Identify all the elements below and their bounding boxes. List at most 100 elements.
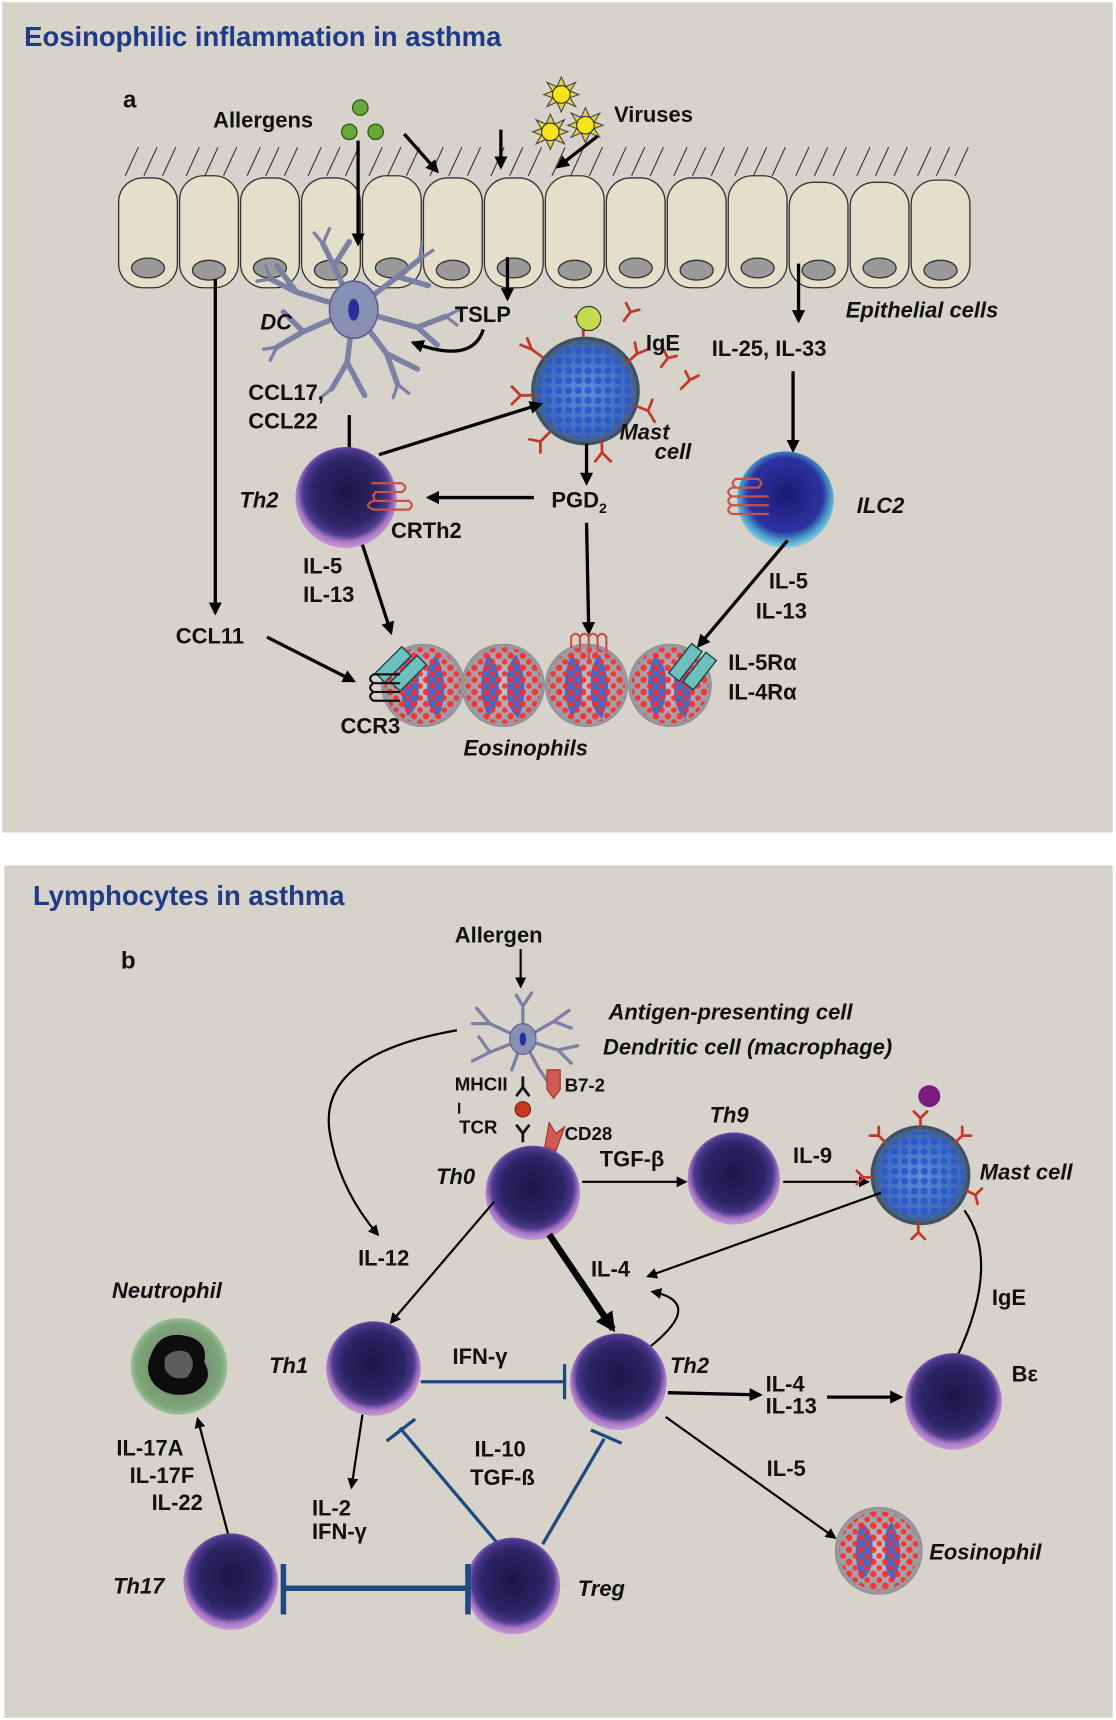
label-il4ra: IL-4Rα: [728, 680, 797, 705]
label-mast: Mast: [620, 419, 672, 444]
label-il10: IL-10: [475, 1436, 526, 1461]
cilium: [387, 146, 402, 176]
label-neutrophil: Neutrophil: [112, 1278, 223, 1303]
label-ige-a: IgE: [646, 330, 680, 355]
mast-cell-icon: [531, 336, 640, 446]
epithelial-cell: [117, 177, 179, 289]
ige-link-bcell-to-mast-cell: [954, 1209, 983, 1361]
il5-receptor-icons: [374, 642, 718, 693]
cilium: [856, 146, 871, 176]
label-mast-cell-b: Mast cell: [980, 1160, 1074, 1185]
cilium: [570, 146, 585, 176]
cilium: [734, 146, 749, 176]
th1-cell-icon: [326, 1321, 421, 1416]
label-mhcii: MHCII: [455, 1074, 508, 1095]
cilium: [162, 146, 177, 176]
cilium: [405, 146, 421, 176]
label-eosinophil-b: Eosinophil: [929, 1540, 1042, 1565]
eosinophil: [461, 643, 545, 728]
label-ccl17: CCL17,: [248, 380, 324, 405]
cilium: [527, 146, 543, 176]
arrow-th2-to-eosinophils: [360, 544, 395, 636]
label-viruses: Viruses: [614, 102, 693, 127]
arrow-ccl11-to-ccr3: [266, 635, 357, 683]
b72-receptor-icon: [546, 1069, 561, 1100]
label-ilc2: ILC2: [857, 493, 905, 518]
label-apc-line2: Dendritic cell (macrophage): [603, 1034, 892, 1059]
epithelial-cell: [605, 177, 666, 289]
antigen-icon: [514, 1101, 532, 1118]
label-ccl11: CCL11: [176, 624, 244, 649]
epithelial-nucleus: [862, 257, 897, 279]
label-pgd2: PGD2: [551, 487, 607, 516]
label-il17a: IL-17A: [116, 1435, 183, 1460]
epithelial-cell: [849, 181, 910, 289]
label-th0: Th0: [436, 1164, 475, 1189]
th9-cell-icon: [687, 1132, 780, 1225]
epithelial-cell: [788, 181, 849, 289]
label-apc-line1: Antigen-presenting cell: [608, 999, 854, 1024]
epithelial-nucleus: [618, 257, 653, 279]
cilium: [326, 146, 341, 176]
inhibit-treg-to-th1: [385, 1417, 498, 1544]
panel-a: Eosinophilic inflammation in asthma a Al…: [2, 2, 1113, 833]
cilium: [673, 146, 688, 176]
cd28-receptor-icon: [544, 1120, 566, 1152]
arrow-ilc2-to-eosinophils: [696, 539, 789, 648]
label-il25-il33: IL-25, IL-33: [712, 336, 827, 361]
epithelial-nucleus: [435, 259, 470, 281]
eosinophil: [544, 643, 629, 728]
label-tgfb-top: TGF-β: [600, 1146, 665, 1171]
neutrophil-icon: [130, 1318, 228, 1415]
ilc2-cell-icon: [737, 451, 834, 549]
epithelial-nucleus: [923, 259, 958, 281]
label-ifng-mid: IFN-γ: [453, 1344, 509, 1369]
epithelial-cell: [300, 177, 361, 289]
th0-cell-icon: [485, 1145, 580, 1241]
label-crth2: CRTh2: [391, 518, 462, 543]
label-epithelial-cells: Epithelial cells: [846, 297, 999, 322]
antigen-presenting-cell-icon: [470, 991, 580, 1083]
epithelial-cell: [666, 177, 727, 289]
label-b-epsilon: Bε: [1012, 1362, 1039, 1387]
cilium: [143, 146, 158, 176]
arrow-mast-cell-to-il4: [646, 1191, 882, 1279]
epithelial-nucleus: [679, 259, 714, 281]
panel-b-letter: b: [121, 948, 136, 975]
allergen-bound-ige-icon: [576, 305, 602, 332]
label-il13-right: IL-13: [766, 1394, 817, 1419]
label-allergen-b: Allergen: [455, 922, 543, 947]
epithelial-nucleus: [801, 259, 836, 281]
epithelial-cell: [239, 177, 300, 289]
label-ifng-low: IFN-γ: [312, 1519, 368, 1544]
th2-cell-b-icon: [570, 1333, 667, 1431]
label-il4-right: IL-4: [766, 1372, 806, 1397]
label-th17: Th17: [113, 1574, 166, 1599]
label-il4-mid: IL-4: [591, 1256, 631, 1281]
cilium: [588, 146, 603, 176]
th2-cell-icon: [295, 447, 397, 549]
label-cell: cell: [655, 439, 693, 464]
cilium: [893, 146, 908, 176]
antigen-on-mast-cell-icon: [918, 1085, 941, 1108]
cilium: [307, 146, 322, 176]
epithelial-cell-layer: [117, 175, 971, 289]
epithelial-cell: [483, 177, 544, 289]
epithelial-cell: [544, 175, 605, 289]
epithelial-nucleus: [191, 259, 227, 281]
label-il5-right: IL-5: [769, 569, 808, 594]
label-il22: IL-22: [152, 1490, 203, 1515]
inhibit-th1-to-th2: [420, 1364, 567, 1400]
label-il2: IL-2: [312, 1496, 351, 1521]
label-ccr3: CCR3: [341, 714, 401, 739]
label-treg: Treg: [578, 1576, 626, 1601]
dendritic-cell-icon: [255, 226, 461, 400]
panel-a-title: Eosinophilic inflammation in asthma: [24, 21, 502, 52]
arrow-th17-to-neutrophil: [194, 1416, 230, 1536]
epithelial-nucleus: [496, 257, 531, 279]
mast-cell-b-icon: [870, 1125, 971, 1226]
panel-b: Lymphocytes in asthma b Allergen Antigen…: [4, 865, 1113, 1718]
label-th9: Th9: [710, 1103, 750, 1128]
cilium: [124, 146, 139, 176]
cilium: [283, 146, 299, 176]
